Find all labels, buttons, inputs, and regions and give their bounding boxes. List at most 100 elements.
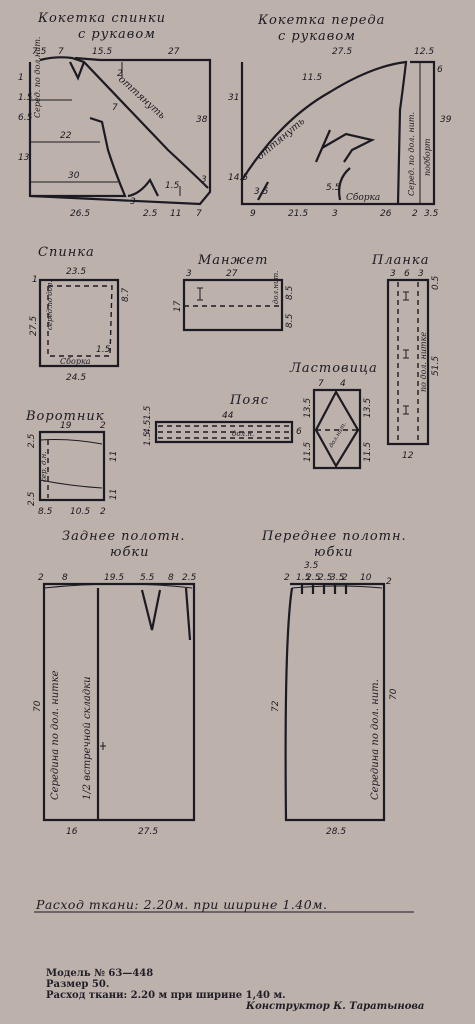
cuff-number: 3 (186, 269, 192, 279)
gusset-piece: Ластовица 7 4 13.5 13.5 11.5 11.5 дол.ни… (289, 361, 378, 470)
front-skirt-number: 72 (271, 700, 281, 712)
front-skirt-title-2: юбки (314, 545, 354, 560)
back-yoke-number: 26.5 (70, 209, 90, 219)
placket-grain-label: по дол. нитке (419, 332, 428, 392)
front-yoke-title-2: с рукавом (278, 29, 356, 44)
back-skirt-title-2: юбки (110, 545, 150, 560)
back-piece: Спинка 23.5 1 27.5 8.7 1.5 24.5 серед.по… (29, 245, 131, 383)
cuff-piece: Манжет 3 27 17 8.5 8.5 дол.нит. (173, 253, 295, 332)
placket-piece: Планка 3 6 3 0.5 51.5 12 по дол. нитке (371, 253, 441, 461)
front-skirt-number: 10 (360, 573, 372, 583)
back-skirt-number: 19.5 (104, 573, 124, 583)
belt-number: 4.5 (143, 419, 153, 434)
gusset-number: 13.5 (303, 398, 313, 418)
placket-number: 6 (404, 269, 410, 279)
back-yoke-number: 22 (60, 131, 72, 141)
back-skirt-piece: Заднее полотн. юбки 2 8 19.5 5.5 8 2.5 7… (33, 529, 197, 837)
front-yoke-number: 31 (228, 93, 239, 103)
back-yoke-number: 3 (130, 197, 136, 207)
back-yoke-title-1: Кокетка спинки (37, 11, 166, 26)
cuff-number: 8.5 (285, 285, 295, 300)
placket-number: 51.5 (431, 356, 441, 376)
front-yoke-number: 3.5 (254, 187, 269, 197)
collar-center-label: сер. д.н. (40, 452, 48, 483)
caption-model: Модель № 63—448 (46, 968, 154, 979)
fabric-consumption-note: Расход ткани: 2.20м. при ширине 1.40м. (36, 897, 328, 912)
back-center-label: серед.по дол. (46, 280, 54, 330)
back-yoke-number: 38 (196, 115, 208, 125)
collar-number: 19 (60, 421, 72, 431)
back-skirt-number: 2.5 (182, 573, 197, 583)
back-yoke-number: 11 (170, 209, 181, 219)
placket-number: 0.5 (431, 275, 441, 290)
gusset-title: Ластовица (289, 361, 378, 376)
front-yoke-number: 12.5 (414, 47, 434, 57)
back-skirt-number: 70 (33, 700, 43, 712)
back-skirt-title-1: Заднее полотн. (62, 529, 186, 544)
belt-number: 1.5 (143, 405, 153, 420)
gusset-number: 11.5 (303, 442, 313, 462)
back-skirt-number: 8 (168, 573, 174, 583)
collar-piece: Воротник 2.5 19 2 11 2.5 8.5 10.5 2 11 с… (25, 409, 119, 517)
back-yoke-number: 7 (112, 103, 118, 113)
front-skirt-number: 3.5 (330, 573, 345, 583)
back-yoke-number: 1.5 (165, 181, 180, 191)
placket-title: Планка (371, 253, 429, 268)
back-yoke-number: 2 (117, 69, 123, 79)
collar-number: 11 (109, 489, 119, 500)
back-yoke-number: 7 (58, 47, 64, 57)
front-yoke-number: 27.5 (332, 47, 352, 57)
front-yoke-facing-label: подборт (423, 138, 432, 176)
front-skirt-piece: Переднее полотн. юбки 3.5 2 1.5 2.5 2.5 … (261, 529, 407, 837)
back-yoke-number: 3 (201, 175, 207, 185)
front-skirt-number: 2 (284, 573, 290, 583)
front-yoke-number: 3.5 (424, 209, 439, 219)
collar-number: 8.5 (38, 507, 53, 517)
back-number: 1.5 (96, 345, 111, 355)
front-yoke-number: 39 (440, 115, 452, 125)
collar-number: 2 (100, 421, 106, 431)
caption-fabric: Расход ткани: 2.20 м при ширине 1,40 м. (46, 990, 286, 1001)
belt-number: 1.5 (143, 431, 153, 446)
front-skirt-number: 2.5 (318, 573, 333, 583)
front-skirt-number: 1.5 (296, 573, 311, 583)
front-skirt-title-1: Переднее полотн. (261, 529, 407, 544)
front-skirt-number: 70 (389, 688, 399, 700)
belt-piece: Пояс 44 1.5 4.5 6 1.5 дол.н. (143, 393, 302, 446)
front-yoke-number: 9 (250, 209, 256, 219)
front-yoke-number: 2 (412, 209, 418, 219)
front-yoke-stretch-label: оттянуть (255, 116, 307, 162)
back-skirt-number: 2 (38, 573, 44, 583)
back-number: 23.5 (66, 267, 86, 277)
back-yoke-number: 1 (18, 73, 24, 83)
back-yoke-number: 27 (168, 47, 180, 57)
collar-number: 2.5 (27, 433, 37, 448)
back-yoke-number: 7.5 (32, 47, 47, 57)
back-yoke-center-label: Серед. по дол.нит. (33, 37, 42, 118)
belt-number: 44 (222, 411, 234, 421)
back-number: 1 (32, 275, 38, 285)
back-skirt-pleat-label: 1/2 встречной складки (82, 676, 93, 800)
cuff-number: 17 (173, 300, 183, 312)
back-yoke-piece: Кокетка спинки с рукавом 7.5 7 15.5 27 1… (18, 11, 212, 219)
front-yoke-center-label: Серед. по дол. нит. (407, 112, 416, 196)
back-yoke-number: 1.5 (18, 93, 33, 103)
back-skirt-number: 8 (62, 573, 68, 583)
front-yoke-number: 11.5 (302, 73, 322, 83)
placket-number: 3 (390, 269, 396, 279)
collar-number: 11 (109, 451, 119, 462)
front-yoke-gather-label: Сборка (346, 192, 380, 203)
cuff-grain-label: дол.нит. (272, 271, 280, 304)
belt-number: 6 (296, 427, 302, 437)
front-skirt-number: 2.5 (306, 573, 321, 583)
front-yoke-number: 14.5 (228, 173, 248, 183)
belt-title: Пояс (229, 393, 269, 408)
back-yoke-number: 2.5 (143, 209, 158, 219)
back-yoke-number: 15.5 (92, 47, 112, 57)
front-yoke-number: 26 (380, 209, 392, 219)
back-title: Спинка (38, 245, 95, 260)
back-skirt-number: 16 (66, 827, 78, 837)
front-yoke-number: 3 (332, 209, 338, 219)
